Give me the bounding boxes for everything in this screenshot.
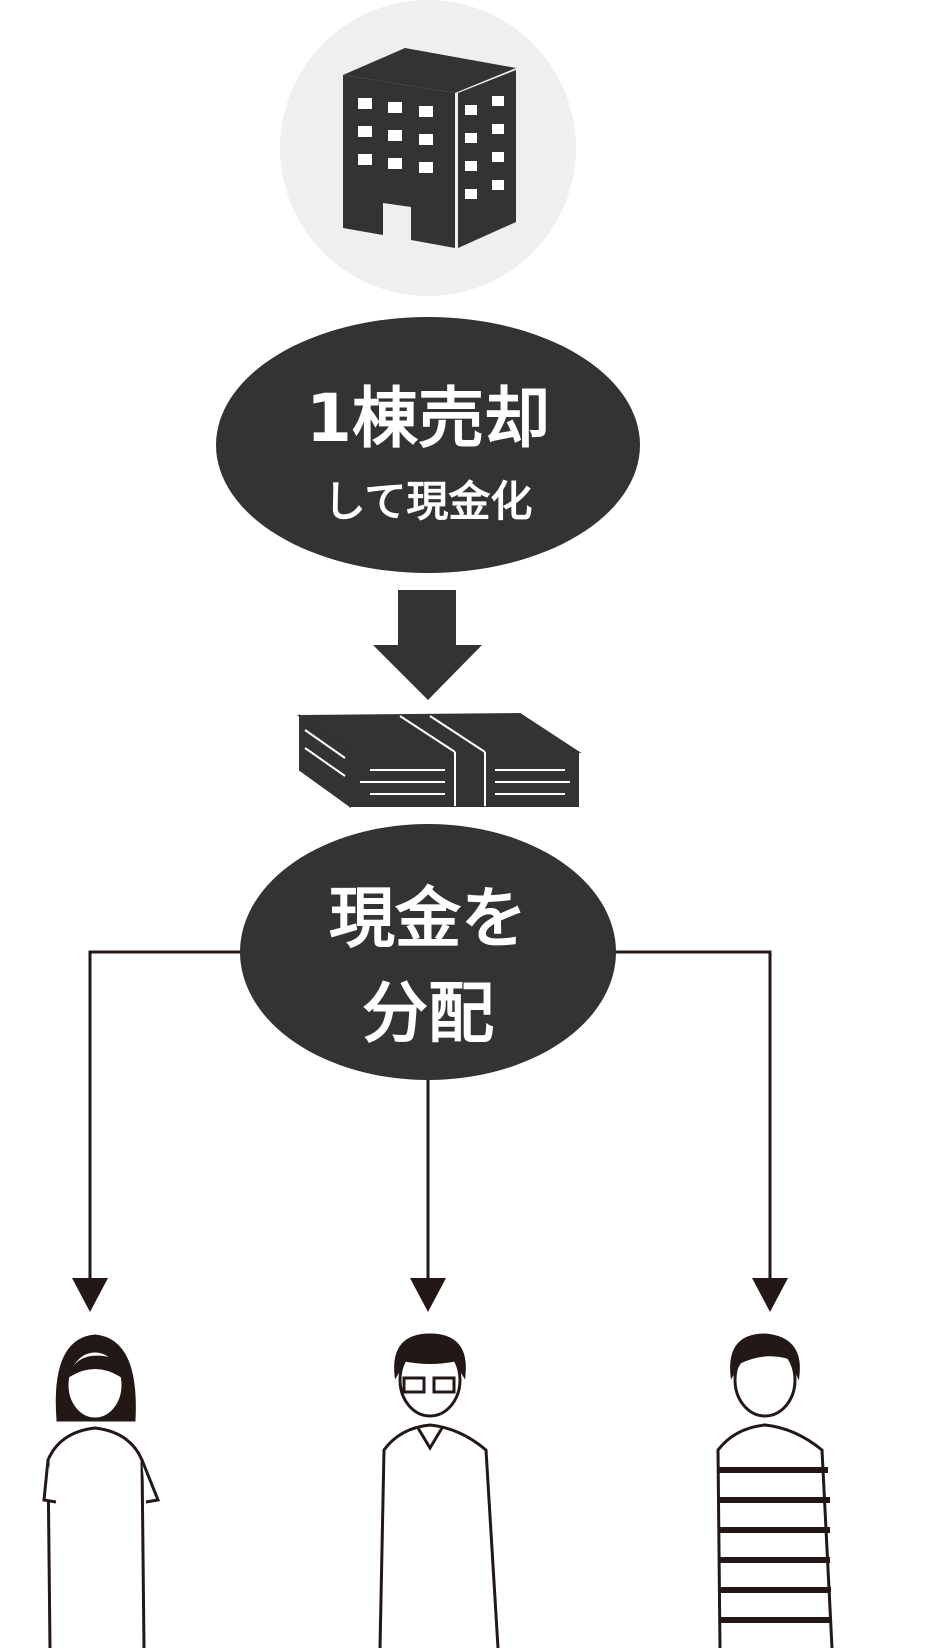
step2-ellipse (240, 824, 616, 1080)
distribution-lines (88, 950, 772, 1282)
building-icon (280, 0, 576, 296)
down-arrow (373, 590, 482, 700)
step1-ellipse (216, 317, 640, 573)
person-young-man-icon (716, 1333, 834, 1648)
step1-title: 1棟売却 (306, 380, 550, 457)
step2-line1: 現金を (329, 880, 527, 957)
arrowheads (72, 1278, 788, 1312)
person-woman-icon (42, 1334, 161, 1648)
cash-bundle-icon (296, 712, 582, 808)
step2-line2: 分配 (362, 975, 494, 1052)
person-older-man-icon (378, 1333, 500, 1648)
step1-subtitle: して現金化 (323, 477, 533, 526)
